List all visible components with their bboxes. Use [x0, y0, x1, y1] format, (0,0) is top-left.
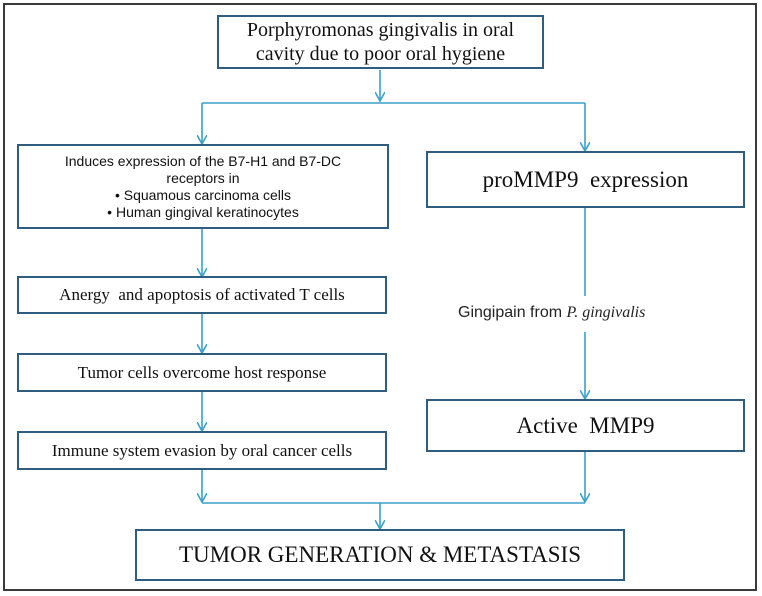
prommp9-text: proMMP9 expression	[482, 166, 689, 192]
bullet-squamous-text: Squamous carcinoma cells	[123, 186, 292, 203]
box-p-gingivalis-line1: Porphyromonas gingivalis in oral	[246, 19, 515, 41]
bullet-keratinocytes-text: Human gingival keratinocytes	[115, 203, 299, 220]
gingipain-label: Gingipain from P. gingivalis	[458, 304, 645, 322]
tumor-generation-text: TUMOR GENERATION & METASTASIS	[178, 542, 582, 567]
box-p-gingivalis-line2: cavity due to poor oral hygiene	[255, 43, 506, 65]
immune-text: Immune system evasion by oral cancer cel…	[51, 440, 353, 460]
box-p-gingivalis: Porphyromonas gingivalis in oral cavity …	[217, 15, 544, 69]
induces-bullet-list: Squamous carcinoma cells Human gingival …	[107, 187, 299, 221]
box-tumor-generation: TUMOR GENERATION & METASTASIS	[135, 529, 625, 581]
box-anergy-apoptosis: Anergy and apoptosis of activated T cell…	[17, 276, 387, 314]
tumor-cells-text: Tumor cells overcome host response	[77, 362, 327, 382]
induces-line1: Induces expression of the B7-H1 and B7-D…	[64, 152, 342, 169]
bullet-keratinocytes: Human gingival keratinocytes	[107, 204, 299, 221]
active-mmp9-text: Active MMP9	[516, 412, 655, 438]
diagram-frame	[3, 3, 757, 591]
box-tumor-cells-overcome: Tumor cells overcome host response	[17, 353, 387, 392]
anergy-text: Anergy and apoptosis of activated T cell…	[59, 285, 345, 304]
gingipain-prefix: Gingipain from	[458, 304, 567, 321]
box-immune-evasion: Immune system evasion by oral cancer cel…	[17, 431, 387, 470]
induces-line2: receptors in	[166, 169, 240, 186]
box-active-mmp9: Active MMP9	[426, 399, 745, 452]
box-prommp9-expression: proMMP9 expression	[426, 151, 745, 208]
bullet-squamous: Squamous carcinoma cells	[107, 187, 299, 204]
gingipain-italic: P. gingivalis	[566, 304, 646, 321]
box-induces-expression: Induces expression of the B7-H1 and B7-D…	[17, 144, 389, 229]
